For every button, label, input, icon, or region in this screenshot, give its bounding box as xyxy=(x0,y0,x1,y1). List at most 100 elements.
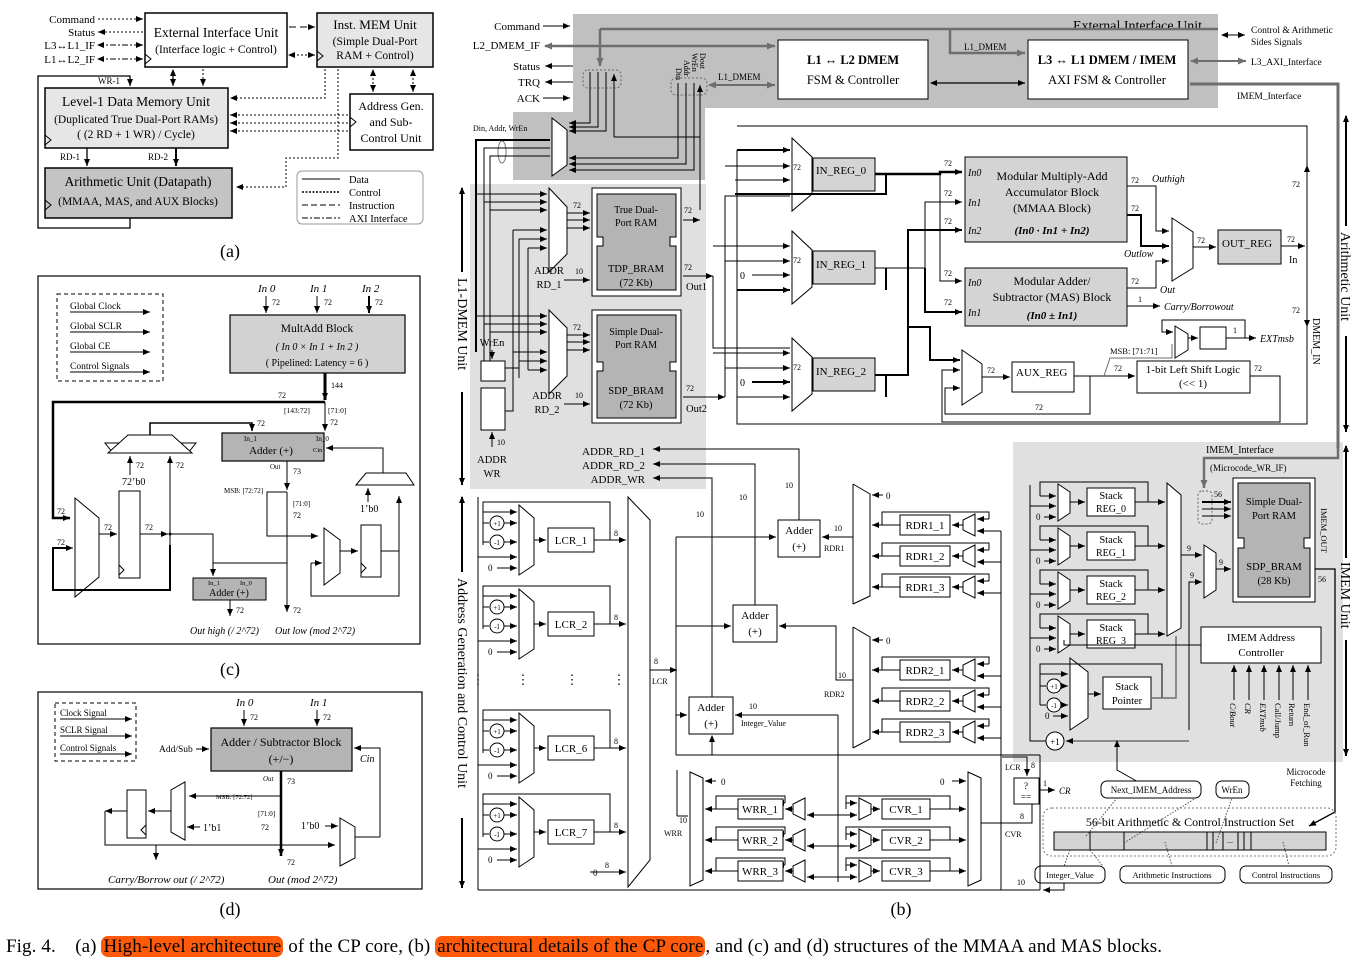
svg-text:10: 10 xyxy=(696,510,704,519)
sdp-line3: SDP_BRAM xyxy=(608,386,664,397)
aux-reg xyxy=(1011,361,1075,393)
svg-text:72: 72 xyxy=(793,363,801,372)
addr-wr-out: ADDR_WR xyxy=(591,474,646,486)
wren-reg xyxy=(480,360,506,382)
adder1-in1: In_1 xyxy=(244,435,257,443)
zero-const: 0 xyxy=(1036,556,1041,566)
multadd-block xyxy=(229,314,406,374)
tag-arith-instr-label: Arithmetic Instructions xyxy=(1132,870,1211,880)
input-in1: In 1 xyxy=(309,283,327,295)
wren-tag xyxy=(1215,780,1250,799)
wrr-register-label: WRR_2 xyxy=(742,835,778,847)
msb-slice-b: MSB: [71:71] xyxy=(1110,346,1158,356)
stack-register xyxy=(1086,487,1136,517)
svg-text:72: 72 xyxy=(1287,235,1295,244)
svg-text:72: 72 xyxy=(1131,204,1139,213)
l3l1-line1: L3 ↔ L1 DMEM / IMEM xyxy=(1038,53,1177,67)
in-reg-1 xyxy=(812,250,876,285)
wrr-register xyxy=(737,860,784,882)
d-input-in0: In 0 xyxy=(235,697,254,709)
svg-text:8: 8 xyxy=(605,861,609,870)
stack-register-l2: REG_1 xyxy=(1096,548,1126,559)
plus-one-label: +1 xyxy=(1050,737,1060,747)
zero-rdr1: 0 xyxy=(886,491,891,501)
carry-borrow-out: Carry/Borrowout xyxy=(1164,302,1234,313)
imem-ctrl-input: EXTmsb xyxy=(1258,702,1268,732)
svg-text:10: 10 xyxy=(838,671,846,680)
stack-register-l2: REG_3 xyxy=(1096,636,1126,647)
rdr-register-label: RDR1_1 xyxy=(905,520,944,532)
input-in2: In 2 xyxy=(361,283,380,295)
svg-text:1: 1 xyxy=(1138,295,1142,304)
mas-line2: Subtractor (MAS) Block xyxy=(993,290,1112,304)
stack-register xyxy=(1086,575,1136,605)
b-signal-ack: ACK xyxy=(517,93,540,105)
signal-l3l1: L3↔L1_IF xyxy=(44,40,95,52)
zero-const: 0 xyxy=(1036,644,1041,654)
adder-rdr1 xyxy=(777,519,821,558)
adder2-in1: In_1 xyxy=(208,580,220,587)
svg-text:10: 10 xyxy=(497,438,505,447)
svg-text:72: 72 xyxy=(330,418,338,427)
instr-word xyxy=(1053,831,1327,851)
wr1-label: WR-1 xyxy=(98,76,120,86)
addsub-title: Adder / Subtractor Block xyxy=(221,735,342,749)
incdec-label: +1 xyxy=(493,812,501,820)
svg-text:72: 72 xyxy=(944,269,952,278)
legend-global-sclr: Global SCLR xyxy=(70,322,123,332)
compare-box xyxy=(1013,777,1040,805)
panel-b: External Interface Unit Command L2_DMEM_… xyxy=(454,14,1352,920)
svg-text:72: 72 xyxy=(104,523,112,532)
ext-if-title: External Interface Unit xyxy=(154,25,279,40)
svg-text:10: 10 xyxy=(679,816,687,825)
legend-ctrl: Control Signals xyxy=(60,743,117,753)
svg-text:1: 1 xyxy=(1043,779,1047,788)
wrr-bus-label: WRR xyxy=(664,829,683,838)
adder-int-l1: Adder xyxy=(697,702,725,714)
agu-line2: and Sub- xyxy=(370,115,413,129)
dmem-unit-label: L1-DMEM Unit xyxy=(454,278,469,370)
microcode-fetch-2: Fetching xyxy=(1290,778,1322,788)
rd2-label: RD-2 xyxy=(148,152,168,162)
zero-lcr: 0 xyxy=(593,868,598,878)
rdr-register-label: RDR2_2 xyxy=(905,696,944,708)
addsub-block xyxy=(210,727,353,772)
stack-register-l1: Stack xyxy=(1099,623,1123,634)
ext-msb-reg xyxy=(1199,326,1227,350)
stack-register-l1: Stack xyxy=(1099,491,1123,502)
mmaa-in0: In0 xyxy=(967,168,981,179)
incdec-label: -1 xyxy=(494,539,500,547)
legend-sclr: SCLR Signal xyxy=(60,725,108,735)
sdp-line4: (72 Kb) xyxy=(620,400,653,411)
svg-text:72: 72 xyxy=(1254,364,1262,373)
zero-cvr: 0 xyxy=(940,777,945,787)
const-72b0: 72’b0 xyxy=(122,477,145,488)
l1l2-line1: L1 ↔ L2 DMEM xyxy=(807,53,899,67)
lcr-register xyxy=(547,735,595,761)
svg-text:72: 72 xyxy=(793,256,801,265)
agcu-label: Address Generation and Control Unit xyxy=(454,578,469,788)
svg-text:72: 72 xyxy=(684,206,692,215)
svg-text:72: 72 xyxy=(145,523,153,532)
arith-subtitle: (MMAA, MAS, and AUX Blocks) xyxy=(58,196,218,208)
svg-text:72: 72 xyxy=(684,263,692,272)
svg-text:72: 72 xyxy=(1114,364,1122,373)
panel-c-label: (c) xyxy=(220,659,240,680)
agu-line3: Control Unit xyxy=(360,131,422,145)
mmaa-block xyxy=(964,156,1128,243)
rd1-label: RD-1 xyxy=(60,152,80,162)
addr-rd1-b: RD_1 xyxy=(536,280,561,291)
carry-reg xyxy=(360,524,382,578)
incdec-label: -1 xyxy=(494,831,500,839)
imem-addr-ctrl-l2: Controller xyxy=(1238,647,1284,659)
imem-ctrl-input: C/Bout xyxy=(1228,703,1238,728)
zero-const: 0 xyxy=(1036,600,1041,610)
svg-text:8: 8 xyxy=(1020,812,1024,821)
svg-text:72: 72 xyxy=(1131,176,1139,185)
multadd-formula: ( In 0 × In 1 + In 2 ) xyxy=(276,342,359,353)
slice-msb: MSB: [72:72] xyxy=(224,487,263,495)
d-carry-reg xyxy=(126,789,147,839)
svg-text:72: 72 xyxy=(57,538,65,547)
